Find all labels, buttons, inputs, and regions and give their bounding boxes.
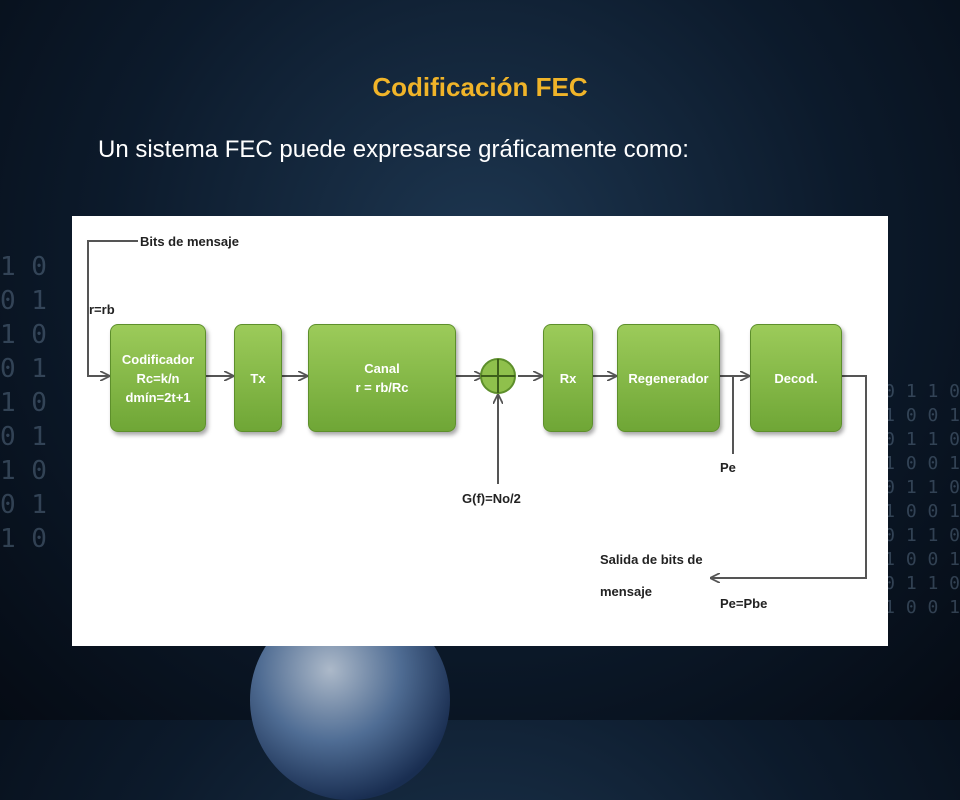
regenerator-label: Regenerador bbox=[628, 370, 709, 386]
channel-rate: r = rb/Rc bbox=[355, 380, 409, 395]
tx-label: Tx bbox=[250, 370, 266, 386]
slide-title: Codificación FEC bbox=[372, 72, 588, 102]
encoder-block: Codificador Rc=k/n dmín=2t+1 bbox=[110, 324, 206, 432]
output-label-line1: Salida de bits de bbox=[600, 552, 703, 567]
pbe-label: Pe=Pbe bbox=[720, 596, 768, 611]
tx-block: Tx bbox=[234, 324, 282, 432]
encoder-rate: Rc=k/n bbox=[136, 370, 180, 386]
output-line bbox=[712, 375, 867, 578]
decoder-label: Decod. bbox=[774, 370, 818, 386]
summing-junction bbox=[480, 358, 516, 394]
slide-subtitle: Un sistema FEC puede expresarse gráficam… bbox=[98, 136, 689, 163]
fec-block-diagram: Bits de mensaje r=rb Codificador Rc=k/n … bbox=[72, 216, 888, 646]
encoder-name: Codificador bbox=[121, 351, 195, 367]
rx-label: Rx bbox=[559, 370, 577, 386]
regenerator-block: Regenerador bbox=[617, 324, 720, 432]
rx-block: Rx bbox=[543, 324, 593, 432]
input-label: Bits de mensaje bbox=[140, 234, 239, 249]
noise-label: G(f)=No/2 bbox=[462, 491, 521, 506]
decoder-block: Decod. bbox=[750, 324, 842, 432]
binary-background-left: 1 0 0 1 1 0 0 1 1 0 0 1 1 0 0 1 1 0 bbox=[0, 252, 47, 554]
pe-label: Pe bbox=[720, 460, 736, 475]
channel-block: Canal r = rb/Rc bbox=[308, 324, 456, 432]
diagram-connections bbox=[87, 240, 867, 646]
rate-label: r=rb bbox=[89, 302, 115, 317]
encoder-dmin: dmín=2t+1 bbox=[125, 389, 191, 405]
binary-background-right: 0 1 1 0 1 0 0 1 0 1 1 0 1 0 0 1 0 1 1 0 … bbox=[884, 381, 960, 618]
output-label-line2: mensaje bbox=[600, 584, 653, 599]
input-line bbox=[87, 240, 138, 376]
channel-name: Canal bbox=[364, 361, 400, 376]
